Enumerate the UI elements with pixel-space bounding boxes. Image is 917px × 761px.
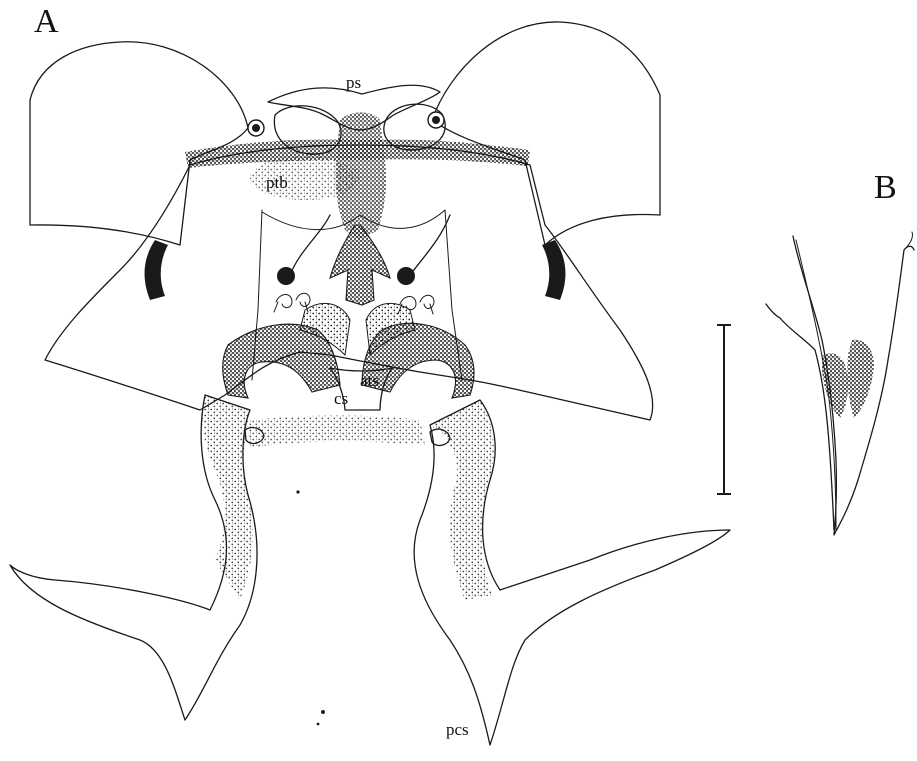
right-wing-patch [542,240,565,300]
central-sclerite [330,225,390,305]
right-condyle-center [432,116,440,124]
left-wing-patch [145,240,168,300]
upper-right-lobe [432,22,660,245]
panel-b-left-edge [766,304,834,530]
panel-a-drawing: ps ptb ats cs pcs [10,22,730,745]
left-sensilla [274,293,310,312]
stray-dot-2 [321,710,325,714]
stray-dot-3 [317,723,320,726]
label-ps: ps [346,73,361,92]
label-pcs: pcs [446,720,469,739]
left-pivot-ball [277,267,295,285]
panel-letter-a: A [34,3,59,40]
right-pivot-ball [397,267,415,285]
upper-left-lobe [30,42,248,245]
label-ats: ats [360,371,379,390]
scale-bar [717,325,731,494]
left-condyle-center [252,124,260,132]
label-ptb: ptb [266,173,288,192]
left-stalk [290,215,330,275]
panel-b-shading-right [847,340,874,418]
basal-plate [248,415,425,448]
stray-dot-1 [296,490,299,493]
panel-letter-b: B [874,169,897,206]
panel-b-drawing [717,232,914,535]
label-cs: cs [334,389,348,408]
right-arm-shading [430,400,494,600]
right-stalk [410,215,450,275]
left-arm-shading [202,395,252,600]
